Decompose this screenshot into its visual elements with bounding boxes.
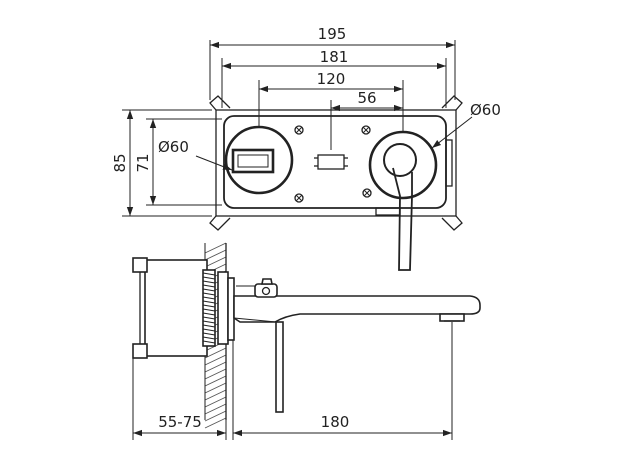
dim-overall-height: 85 [111, 153, 129, 172]
right-side-tab [445, 139, 453, 187]
dim-plate-height: 71 [134, 153, 152, 172]
hatch-line [204, 347, 227, 359]
thread-line [202, 320, 216, 324]
spout [233, 295, 481, 323]
box-flange-top [132, 257, 148, 273]
screw-top-middle [294, 125, 304, 135]
hatch-line [204, 256, 227, 268]
dim-right-diameter: Ø60 [470, 101, 501, 119]
handle-cap [261, 278, 273, 285]
thread-line [202, 276, 216, 280]
right-control-circle [368, 130, 438, 200]
thread-line [202, 328, 216, 332]
leader-left-diameter [195, 155, 233, 171]
thread-line [202, 304, 216, 308]
hatch-line [204, 361, 227, 373]
thread-line [202, 288, 216, 292]
screw-top-right [361, 125, 371, 135]
thread-line [202, 312, 216, 316]
hatch-line [204, 375, 227, 387]
hatch-line [204, 417, 227, 429]
thread-line [202, 296, 216, 300]
thread-line [202, 300, 216, 304]
thread-line [202, 284, 216, 288]
hatch-line [204, 382, 227, 394]
dim-hole-spacing: 120 [317, 70, 346, 88]
leader-right-diameter [431, 116, 473, 149]
screw-bottom-middle [294, 193, 304, 203]
mixer-cap [383, 143, 417, 177]
box-flange-bottom [132, 343, 148, 359]
thread-line [202, 336, 216, 340]
front-view [209, 95, 463, 271]
side-dimension-lines [132, 322, 453, 440]
dim-offset: 56 [357, 89, 376, 107]
thread-line [202, 316, 216, 320]
hatch-line [204, 396, 227, 408]
thread-line [202, 280, 216, 284]
thread-lines [202, 272, 216, 344]
ear-top-right [441, 95, 463, 111]
ear-bottom-right [441, 215, 463, 231]
side-view [132, 242, 481, 429]
aerator [439, 313, 465, 322]
hatch-line [204, 403, 227, 415]
diverter-knob-inner [237, 154, 269, 168]
handle-screw [261, 286, 271, 296]
hatch-line [204, 249, 227, 261]
dim-overall-width: 195 [318, 25, 347, 43]
thread-line [202, 272, 216, 276]
thread-line [202, 292, 216, 296]
left-control-circle [224, 125, 294, 195]
dim-left-diameter: Ø60 [158, 138, 189, 156]
hatch-line [204, 368, 227, 380]
side-lever [275, 321, 284, 413]
dim-spout-length: 180 [321, 413, 350, 431]
dim-plate-width: 181 [320, 48, 349, 66]
ear-bottom-left [209, 215, 231, 231]
hatch-line [204, 410, 227, 422]
ear-top-left [209, 95, 231, 111]
bottom-tab [375, 207, 401, 216]
hatch-line [204, 242, 227, 254]
screw-bottom-right [362, 188, 372, 198]
hatch-line [204, 389, 227, 401]
hatch-line [204, 354, 227, 366]
thread-line [202, 332, 216, 336]
mixer-handle [392, 167, 413, 271]
thread-line [202, 324, 216, 328]
diverter-knob [231, 148, 275, 174]
center-connector [317, 154, 345, 170]
escutcheon [217, 271, 229, 345]
thread-line [202, 340, 216, 344]
escutcheon-face [227, 277, 235, 341]
box-body [144, 259, 208, 357]
thread-line [202, 308, 216, 312]
dim-wall-depth: 55-75 [158, 413, 202, 431]
back-plate [215, 109, 457, 217]
front-dimension-lines [122, 40, 473, 217]
